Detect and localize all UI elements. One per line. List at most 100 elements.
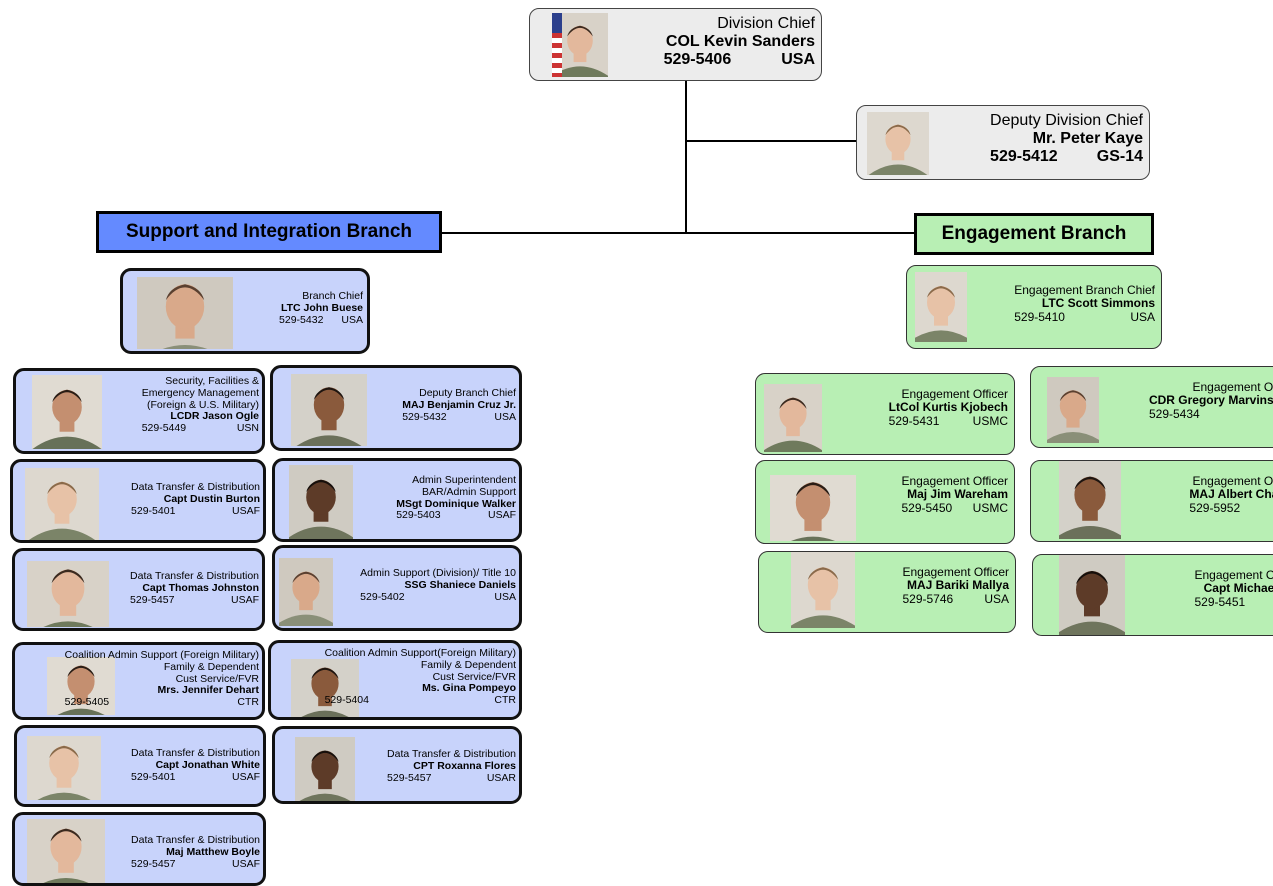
position-title: Cust Service/FVR: [175, 672, 259, 685]
service-branch: USA: [1130, 309, 1155, 324]
service-branch: GS-14: [1096, 147, 1143, 165]
position-title: Security, Facilities &: [165, 375, 259, 387]
portrait-photo: [1059, 555, 1125, 635]
service-branch: USAF: [230, 593, 259, 606]
position-title: Family & Dependent: [163, 660, 259, 673]
phone-number: 529-5412: [990, 147, 1058, 165]
position-title: Data Transfer & Distribution: [387, 748, 516, 760]
sib-member-card[interactable]: Security, Facilities &Emergency Manageme…: [13, 368, 265, 454]
position-title: Admin Support (Division)/ Title 10: [360, 567, 516, 579]
portrait-photo: [27, 561, 109, 627]
service-branch: USA: [494, 590, 516, 603]
service-branch: USN: [236, 422, 259, 434]
contact-row: 529-5406 USA: [664, 51, 815, 69]
portrait-photo: [279, 558, 333, 626]
portrait-photo: [47, 657, 115, 715]
person-name: LTC Scott Simmons: [1041, 296, 1155, 311]
portrait-photo: [1047, 377, 1099, 443]
contact-row: 529-5434USN: [1149, 407, 1273, 421]
service-branch: CTR: [237, 696, 259, 708]
phone-number: 529-5457: [387, 771, 432, 784]
engagement-officer-card[interactable]: Engagement OfficerCapt Michael Har529-54…: [1032, 554, 1273, 636]
contact-row: 529-5405 CTR: [64, 696, 259, 709]
service-branch: USAF: [487, 509, 516, 522]
person-name: LtCol Kurtis Kjobech: [888, 400, 1008, 415]
portrait-photo: [791, 552, 855, 628]
phone-number: 529-5746: [902, 591, 954, 606]
position-title: Engagement Officer: [901, 474, 1008, 488]
portrait-photo: [27, 819, 105, 883]
sib-member-card[interactable]: Coalition Admin Support (Foreign Militar…: [12, 642, 265, 720]
card-text: Security, Facilities &Emergency Manageme…: [141, 375, 259, 435]
phone-number: 529-5451: [1194, 594, 1246, 609]
person-name: Maj Jim Wareham: [907, 487, 1008, 502]
sib-branch-header[interactable]: Support and Integration Branch: [96, 211, 442, 253]
person-name: MSgt Dominique Walker: [396, 497, 516, 510]
person-name: Ms. Gina Pompeyo: [422, 682, 516, 695]
position-title: Data Transfer & Distribution: [131, 747, 260, 759]
phone-number: 529-5432: [279, 313, 324, 326]
portrait-photo: [291, 659, 359, 717]
service-branch: USA: [781, 50, 815, 68]
service-branch: USA: [494, 410, 516, 423]
position-title: Emergency Management: [141, 386, 259, 399]
position-title: Engagement Officer: [1192, 380, 1273, 394]
connector-branches: [442, 232, 914, 234]
position-title: Deputy Division Chief: [990, 112, 1143, 129]
person-name: CDR Gregory Marvinsmith: [1148, 393, 1273, 408]
position-title: Coalition Admin Support (Foreign Militar…: [64, 649, 259, 661]
service-branch: USAF: [231, 504, 260, 517]
person-name: SSG Shaniece Daniels: [404, 578, 516, 591]
phone-number: 529-5431: [888, 413, 940, 428]
service-branch: USAF: [231, 857, 260, 870]
service-branch: USA: [984, 591, 1009, 606]
position-title: Engagement Officer: [1192, 474, 1273, 488]
phone-number: 529-5405: [64, 696, 110, 708]
portrait-photo: [867, 112, 929, 175]
engagement-officer-card[interactable]: Engagement OfficerCDR Gregory Marvinsmit…: [1030, 366, 1273, 448]
card-text: Engagement OfficerCDR Gregory Marvinsmit…: [1148, 380, 1273, 421]
person-name: Capt Dustin Burton: [163, 492, 260, 505]
phone-number: 529-5406: [663, 50, 732, 68]
card-text: Coalition Admin Support (Foreign Militar…: [64, 649, 259, 709]
person-name: Mrs. Jennifer Dehart: [157, 684, 259, 697]
engagement-branch-header[interactable]: Engagement Branch: [914, 213, 1154, 255]
person-name: CPT Roxanna Flores: [413, 759, 516, 772]
position-title: Data Transfer & Distribution: [131, 834, 260, 846]
position-title: Data Transfer & Distribution: [131, 481, 260, 493]
sib-member-card[interactable]: Coalition Admin Support(Foreign Military…: [268, 640, 522, 720]
person-name: COL Kevin Sanders: [665, 32, 815, 50]
portrait-photo: [25, 468, 99, 540]
service-branch: USAR: [486, 771, 516, 784]
portrait-photo: [27, 736, 101, 800]
position-title: Division Chief: [717, 15, 815, 32]
position-title: Cust Service/FVR: [432, 670, 516, 683]
person-name: LTC John Buese: [280, 301, 363, 314]
